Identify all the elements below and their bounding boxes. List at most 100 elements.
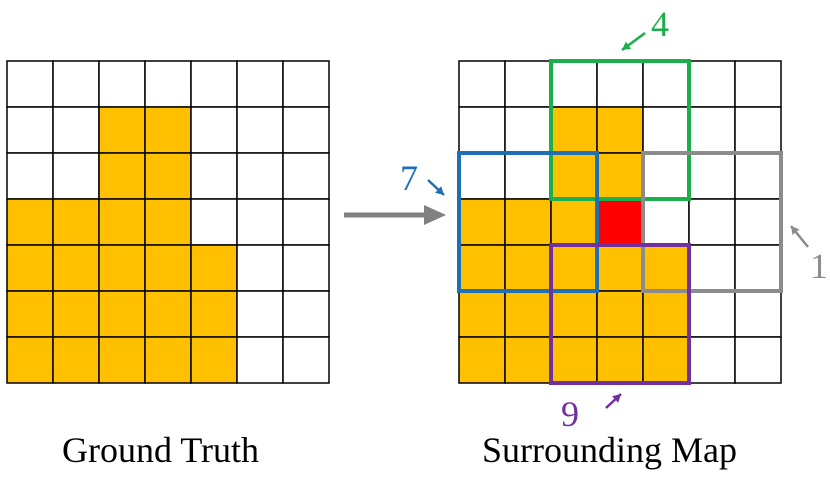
surrounding-map-empty-cell [688, 198, 736, 246]
window-1-label: 1 [810, 246, 828, 286]
ground-truth-empty-cell [6, 60, 54, 108]
ground-truth-filled-cell [98, 152, 146, 200]
ground-truth-grid [6, 60, 330, 384]
surrounding-map-filled-cell [642, 244, 690, 292]
ground-truth-empty-cell [190, 60, 238, 108]
window-1-box [641, 151, 783, 293]
ground-truth-filled-cell [144, 198, 192, 246]
surrounding-map-filled-cell [504, 198, 552, 246]
ground-truth-filled-cell [6, 290, 54, 338]
surrounding-map-filled-cell [596, 106, 644, 154]
ground-truth-filled-cell [98, 106, 146, 154]
arrow-head-icon [424, 205, 446, 225]
surrounding-map-empty-cell [734, 106, 782, 154]
surrounding-map-empty-cell [734, 336, 782, 384]
surrounding-map-empty-cell [734, 244, 782, 292]
ground-truth-filled-cell [6, 336, 54, 384]
ground-truth-empty-cell [52, 60, 100, 108]
surrounding-map-target-cell [596, 198, 644, 246]
surrounding-map-filled-cell [642, 290, 690, 338]
surrounding-map-empty-cell [688, 60, 736, 108]
surrounding-map-filled-cell [458, 198, 506, 246]
surrounding-map-empty-cell [734, 290, 782, 338]
ground-truth-filled-cell [144, 244, 192, 292]
ground-truth-empty-cell [190, 198, 238, 246]
ground-truth-empty-cell [6, 152, 54, 200]
window-7-label: 7 [400, 158, 418, 198]
surrounding-map-empty-cell [734, 60, 782, 108]
ground-truth-empty-cell [236, 198, 284, 246]
surrounding-map-empty-cell [596, 60, 644, 108]
surrounding-map-empty-cell [642, 198, 690, 246]
window-1-arrowhead-icon [791, 226, 800, 235]
ground-truth-filled-cell [98, 290, 146, 338]
ground-truth-filled-cell [190, 290, 238, 338]
surrounding-map-filled-cell [550, 336, 598, 384]
window-7-box [457, 151, 599, 293]
window-overlays: 4 7 1 9 [400, 4, 828, 434]
ground-truth-empty-cell [282, 244, 330, 292]
ground-truth-empty-cell [236, 106, 284, 154]
surrounding-map-empty-cell [688, 106, 736, 154]
surrounding-map-filled-cell [596, 152, 644, 200]
ground-truth-empty-cell [282, 106, 330, 154]
surrounding-map-filled-cell [458, 290, 506, 338]
surrounding-map-filled-cell [550, 244, 598, 292]
surrounding-map-empty-cell [688, 290, 736, 338]
surrounding-map-empty-cell [642, 60, 690, 108]
surrounding-map-filled-cell [596, 244, 644, 292]
ground-truth-empty-cell [282, 336, 330, 384]
ground-truth-empty-cell [282, 290, 330, 338]
surrounding-map-filled-cell [504, 290, 552, 338]
surrounding-map-empty-cell [458, 106, 506, 154]
surrounding-map-empty-cell [688, 152, 736, 200]
window-4-label: 4 [651, 4, 669, 44]
window-9-label: 9 [561, 394, 579, 434]
ground-truth-filled-cell [144, 290, 192, 338]
surrounding-map-empty-cell [550, 60, 598, 108]
ground-truth-empty-cell [282, 60, 330, 108]
ground-truth-empty-cell [236, 152, 284, 200]
surrounding-map-filled-cell [596, 336, 644, 384]
surrounding-map-empty-cell [504, 152, 552, 200]
ground-truth-filled-cell [6, 244, 54, 292]
surrounding-map-empty-cell [734, 198, 782, 246]
surrounding-map-filled-cell [550, 290, 598, 338]
surrounding-map-empty-cell [458, 152, 506, 200]
ground-truth-filled-cell [52, 198, 100, 246]
ground-truth-empty-cell [236, 290, 284, 338]
ground-truth-filled-cell [52, 290, 100, 338]
ground-truth-filled-cell [144, 152, 192, 200]
surrounding-map-empty-cell [734, 152, 782, 200]
surrounding-map-empty-cell [642, 106, 690, 154]
surrounding-map-filled-cell [504, 244, 552, 292]
ground-truth-empty-cell [282, 152, 330, 200]
ground-truth-filled-cell [190, 244, 238, 292]
ground-truth-empty-cell [236, 60, 284, 108]
ground-truth-caption: Ground Truth [62, 430, 260, 470]
surrounding-map-empty-cell [458, 60, 506, 108]
ground-truth-filled-cell [144, 106, 192, 154]
window-4-box [549, 59, 691, 201]
ground-truth-empty-cell [144, 60, 192, 108]
surrounding-map-filled-cell [458, 336, 506, 384]
window-7-arrowhead-icon [435, 186, 444, 195]
ground-truth-filled-cell [144, 336, 192, 384]
transform-arrow [344, 205, 446, 225]
surrounding-map-filled-cell [504, 336, 552, 384]
ground-truth-filled-cell [98, 244, 146, 292]
surrounding-map-empty-cell [688, 244, 736, 292]
surrounding-map-filled-cell [550, 152, 598, 200]
surrounding-map-empty-cell [688, 336, 736, 384]
ground-truth-empty-cell [52, 106, 100, 154]
ground-truth-empty-cell [236, 244, 284, 292]
ground-truth-filled-cell [98, 198, 146, 246]
ground-truth-empty-cell [190, 106, 238, 154]
surrounding-map-filled-cell [596, 290, 644, 338]
surrounding-map-filled-cell [458, 244, 506, 292]
ground-truth-empty-cell [52, 152, 100, 200]
ground-truth-filled-cell [52, 244, 100, 292]
surrounding-map-filled-cell [550, 106, 598, 154]
ground-truth-empty-cell [6, 106, 54, 154]
